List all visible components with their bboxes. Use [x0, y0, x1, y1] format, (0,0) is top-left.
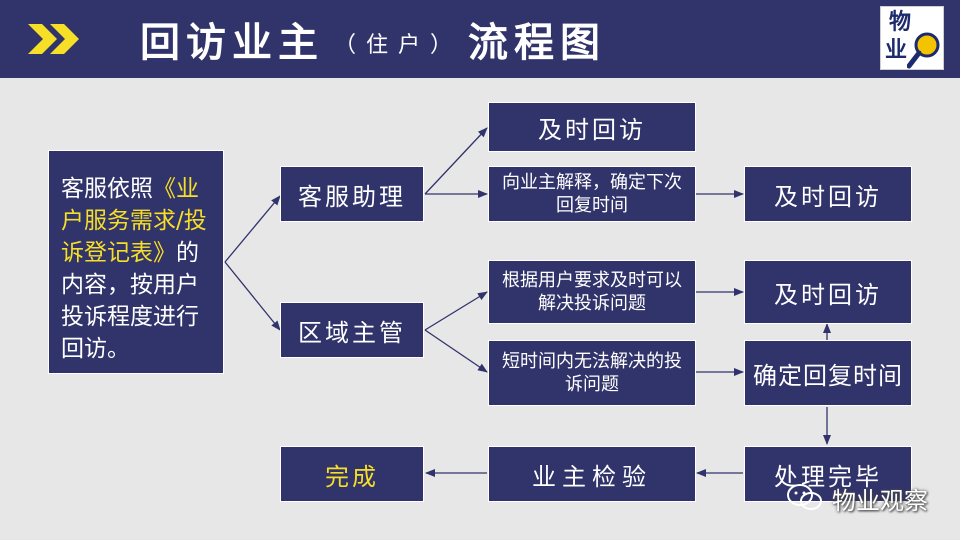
- title-main: 回访业主: [140, 20, 324, 66]
- magnifier-icon: [907, 32, 940, 69]
- logo: 物 业: [880, 6, 944, 70]
- node-timely-followup-top: 及时回访: [488, 102, 696, 152]
- watermark-text: 物业观察: [832, 486, 928, 515]
- logo-line1: 物: [889, 9, 912, 35]
- node-area-manager: 区域主管: [280, 302, 424, 358]
- intro-form-name: 《业户服务需求/投诉登记表》: [61, 176, 207, 266]
- node-cs-assistant: 客服助理: [280, 166, 424, 222]
- node-timely-followup-right: 及时回访: [744, 260, 912, 324]
- node-owner-inspection: 业主检验: [488, 446, 696, 502]
- watermark: 物业观察: [786, 480, 928, 516]
- title-end: 流程图: [468, 20, 607, 66]
- node-complete: 完成: [280, 446, 424, 502]
- node-timely-followup-mid: 及时回访: [744, 166, 912, 222]
- node-processing-done: 处理完毕: [744, 446, 912, 502]
- node-resolvable-now: 根据用户要求及时可以解决投诉问题: [488, 260, 696, 324]
- chevron-right-icon: [28, 24, 79, 54]
- intro-prefix: 客服依照: [61, 176, 153, 202]
- intro-box: 客服依照《业户服务需求/投诉登记表》的内容，按用户投诉程度进行回访。: [48, 150, 224, 374]
- node-confirm-reply-time: 确定回复时间: [744, 340, 912, 406]
- logo-line2: 业: [885, 37, 908, 63]
- page-title: 回访业主 （住户） 流程图: [140, 10, 606, 68]
- title-sub: （住户）: [334, 33, 463, 58]
- header-bar: 回访业主 （住户） 流程图 物 业: [0, 0, 960, 78]
- intro-suffix: 的内容，按用户投诉程度进行回访。: [61, 240, 199, 362]
- node-explain-to-owner: 向业主解释，确定下次回复时间: [488, 166, 696, 222]
- node-not-resolvable-short: 短时间内无法解决的投诉问题: [488, 340, 696, 406]
- wechat-icon: [787, 484, 822, 510]
